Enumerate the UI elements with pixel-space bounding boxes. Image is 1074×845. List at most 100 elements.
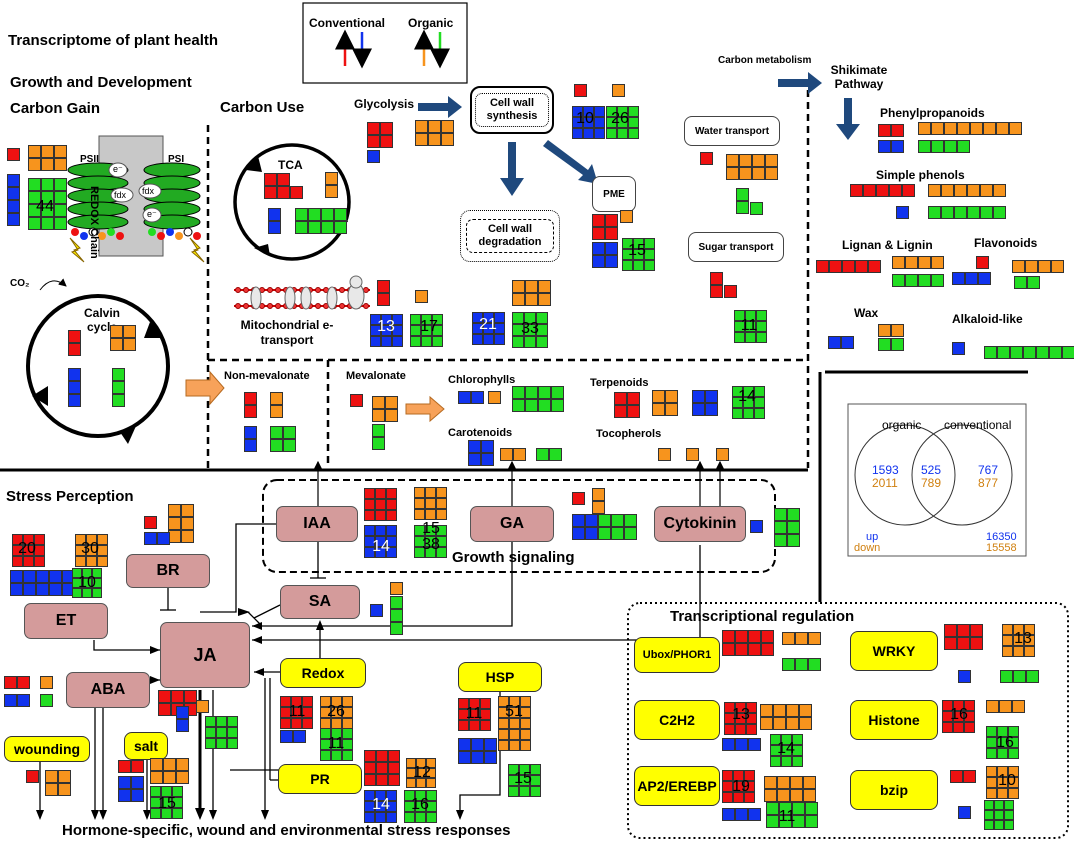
gene-tile xyxy=(367,135,380,148)
gene-tile xyxy=(606,128,617,139)
legend-box xyxy=(302,2,468,84)
gene-tile xyxy=(536,448,549,461)
gene-tile xyxy=(364,762,376,774)
gene-tile xyxy=(773,704,786,717)
gene-tile xyxy=(665,403,678,416)
wrky-box: WRKY xyxy=(850,631,938,671)
gene-tile xyxy=(868,260,881,273)
gene-tile xyxy=(941,206,954,219)
gene-tile xyxy=(828,336,841,349)
gene-tile xyxy=(957,122,970,135)
gene-tile xyxy=(386,790,397,801)
gene-tile xyxy=(628,128,639,139)
gene-tile xyxy=(472,312,483,323)
gene-tile xyxy=(752,167,765,180)
gene-tile xyxy=(471,391,484,404)
gene-tile xyxy=(931,274,944,287)
lignan-label: Lignan & Lignin xyxy=(842,238,933,252)
gene-tile xyxy=(290,186,303,199)
tile-count: 14 xyxy=(372,538,390,555)
gene-tile xyxy=(386,536,397,547)
gene-tile xyxy=(181,504,194,517)
gene-tile xyxy=(325,185,338,198)
gene-tile xyxy=(376,762,388,774)
pme-arrow xyxy=(543,140,598,184)
bottom-caption: Hormone-specific, wound and environmenta… xyxy=(62,822,511,839)
gene-tile xyxy=(761,643,774,656)
gene-tile xyxy=(583,117,594,128)
gene-tile xyxy=(986,788,997,799)
gene-tile xyxy=(268,208,281,221)
gene-tile xyxy=(1008,737,1019,748)
gene-tile xyxy=(614,392,627,405)
gene-tile xyxy=(36,570,49,583)
gene-tile xyxy=(512,324,524,336)
gene-tile xyxy=(765,154,778,167)
gene-tile xyxy=(617,117,628,128)
gene-tile xyxy=(756,332,767,343)
gene-tile xyxy=(722,630,735,643)
gene-tile xyxy=(468,440,481,453)
gene-tile xyxy=(45,783,58,796)
gene-tile xyxy=(426,758,436,768)
gene-tile xyxy=(390,622,403,635)
gene-tile xyxy=(896,206,909,219)
gene-tile xyxy=(1024,646,1035,657)
gene-tile xyxy=(436,547,447,558)
gene-tile xyxy=(23,570,36,583)
gene-tile xyxy=(512,386,525,399)
gene-tile xyxy=(426,790,437,801)
tile-count: 10 xyxy=(998,772,1016,789)
gene-tile xyxy=(735,808,748,821)
gene-tile xyxy=(28,204,41,217)
gene-tile xyxy=(1027,276,1040,289)
gene-tile xyxy=(958,806,971,819)
mevalonate-label: Mevalonate xyxy=(346,370,406,382)
gene-tile xyxy=(984,346,997,359)
gene-tile xyxy=(993,206,1006,219)
gene-tile xyxy=(746,724,757,735)
gene-tile xyxy=(176,719,189,732)
gene-tile xyxy=(381,314,392,325)
gene-tile xyxy=(905,256,918,269)
gene-tile xyxy=(364,750,376,762)
venn-conventional-circle xyxy=(911,424,1013,526)
tile-count: 17 xyxy=(420,318,438,335)
gene-tile xyxy=(970,637,983,650)
gene-tile xyxy=(172,797,183,808)
gene-tile xyxy=(112,368,125,381)
gene-tile xyxy=(171,690,184,703)
gene-tile xyxy=(123,338,136,351)
gene-tile xyxy=(295,221,308,234)
gene-tile xyxy=(724,702,735,713)
gene-tile xyxy=(954,184,967,197)
gene-tile xyxy=(10,583,23,596)
gene-tile xyxy=(41,178,54,191)
gene-tile xyxy=(471,751,484,764)
gene-tile xyxy=(986,737,997,748)
gene-tile xyxy=(931,140,944,153)
gene-tile xyxy=(598,514,611,527)
gene-tile xyxy=(617,106,628,117)
tile-count: 16 xyxy=(950,706,968,723)
gene-tile xyxy=(458,709,469,720)
gene-tile xyxy=(426,778,436,788)
gene-tile xyxy=(931,256,944,269)
venn-conventional-label: conventional xyxy=(944,418,1012,432)
gene-tile xyxy=(658,448,671,461)
legend-conventional: Conventional xyxy=(309,16,386,30)
gene-tile xyxy=(536,312,548,324)
gene-tile xyxy=(375,547,386,558)
gene-tile xyxy=(7,148,20,161)
gene-tile xyxy=(572,117,583,128)
gene-tile xyxy=(633,238,644,249)
growth-signaling-label: Growth signaling xyxy=(452,549,575,566)
gene-tile xyxy=(321,221,334,234)
co2-arrow xyxy=(39,278,67,291)
gene-tile xyxy=(803,789,816,802)
gene-tile xyxy=(277,186,290,199)
salt-box: salt xyxy=(124,732,168,760)
gene-tile xyxy=(432,325,443,336)
tile-count: 15 xyxy=(158,795,176,812)
gene-tile xyxy=(227,738,238,749)
